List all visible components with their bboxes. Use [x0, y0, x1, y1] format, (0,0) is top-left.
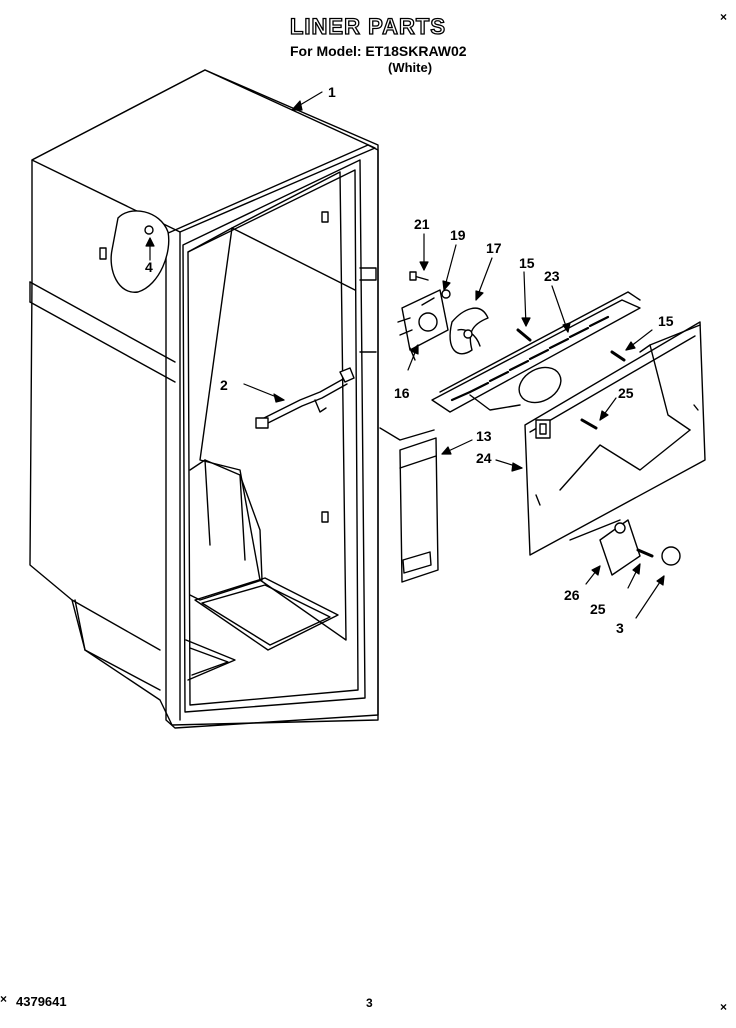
wire-harness: [255, 367, 355, 429]
corner-mark-top-right: ×: [720, 10, 728, 24]
corner-mark-bottom-left: ×: [0, 992, 8, 1006]
callout-19: 19: [450, 227, 466, 243]
callout-25-upper: 25: [618, 385, 634, 401]
air-duct-grille: [431, 291, 641, 413]
callout-21: 21: [414, 216, 430, 232]
callout-15-right: 15: [658, 313, 674, 329]
evaporator-cover-panel: [524, 321, 706, 576]
callout-3: 3: [616, 620, 624, 636]
page-title: LINER PARTS: [289, 13, 447, 39]
callout-24: 24: [476, 450, 492, 466]
screw-15-left: [516, 328, 532, 342]
corner-mark-bottom-right: ×: [720, 1000, 728, 1014]
callout-26: 26: [564, 587, 580, 603]
callout-16: 16: [394, 385, 410, 401]
callout-2: 2: [220, 377, 228, 393]
part-callouts: 1 2 3 4 13 15 15 16 17 19 21 23 24 25 25…: [145, 84, 674, 636]
document-number: 4379641: [16, 994, 67, 1009]
callout-1: 1: [328, 84, 336, 100]
model-line: For Model: ET18SKRAW02: [290, 43, 467, 59]
callout-17: 17: [486, 240, 502, 256]
evaporator-fan-assembly: [397, 271, 489, 361]
callout-13: 13: [476, 428, 492, 444]
callout-15-left: 15: [519, 255, 535, 271]
callout-4: 4: [145, 259, 153, 275]
variant-label: (White): [388, 60, 433, 75]
leader-lines: [145, 91, 665, 619]
control-bracket: [379, 427, 439, 583]
callout-25-lower: 25: [590, 601, 606, 617]
refrigerator-liner: [29, 69, 379, 729]
callout-23: 23: [544, 268, 560, 284]
screw-15-right: [610, 350, 626, 362]
page-number: 3: [366, 996, 373, 1010]
